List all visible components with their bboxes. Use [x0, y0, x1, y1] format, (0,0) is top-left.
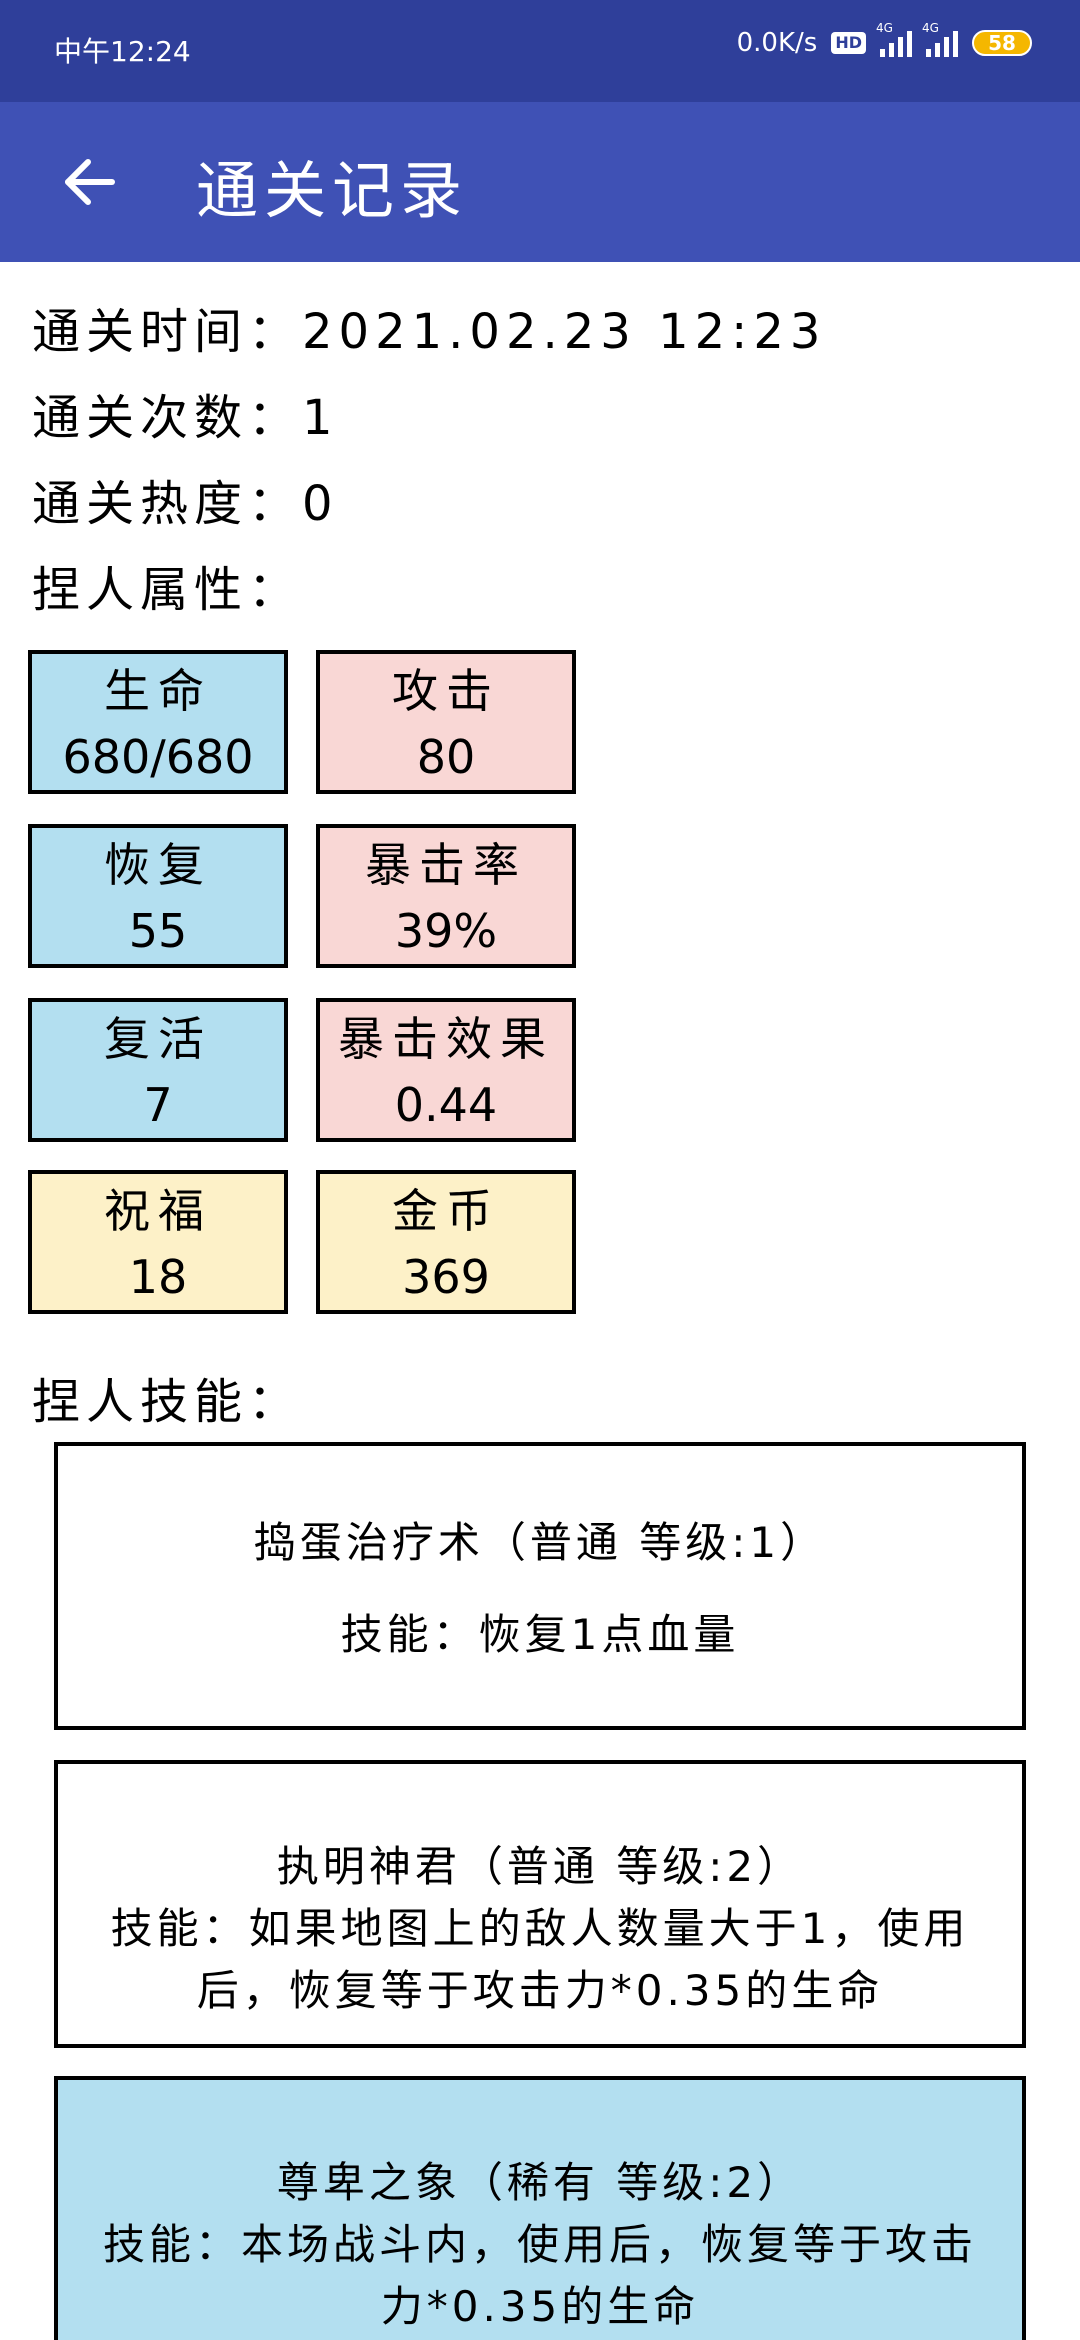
status-icons: 0.0K/s HD 4G 4G 58: [736, 21, 1032, 58]
attr-box-gold: 金币 369: [316, 1170, 576, 1314]
attr-label: 复活: [104, 1012, 212, 1066]
clear-heat-text: 通关热度：0: [32, 476, 339, 532]
skill-card: 捣蛋治疗术（普通 等级:1） 技能：恢复1点血量: [54, 1442, 1026, 1730]
attr-label: 金币: [392, 1184, 500, 1238]
skill-name: 执明神君（普通 等级:2）: [276, 1842, 804, 1891]
attr-value: 369: [402, 1250, 490, 1304]
attr-box-crit-effect: 暴击效果 0.44: [316, 998, 576, 1142]
battery-icon: 58: [972, 30, 1032, 56]
attr-label: 生命: [104, 664, 212, 718]
skill-desc: 技能：恢复1点血量: [340, 1610, 740, 1659]
attr-value: 55: [128, 904, 188, 958]
attr-label: 攻击: [392, 664, 500, 718]
skill-header: 捏人技能：: [32, 1374, 303, 1430]
network-type-label: 4G: [876, 21, 893, 35]
attr-box-blessing: 祝福 18: [28, 1170, 288, 1314]
skill-card: 尊卑之象（稀有 等级:2） 技能：本场战斗内，使用后，恢复等于攻击力*0.35的…: [54, 2076, 1026, 2340]
attr-box-hp: 生命 680/680: [28, 650, 288, 794]
clear-time-text: 通关时间：2021.02.23 12:23: [32, 304, 827, 360]
skill-name: 尊卑之象（稀有 等级:2）: [276, 2158, 804, 2207]
skill-desc: 技能：本场战斗内，使用后，恢复等于攻击力*0.35的生命: [102, 2220, 977, 2331]
status-bar: 中午12:24 0.0K/s HD 4G 4G 58: [0, 0, 1080, 102]
attr-label: 恢复: [104, 838, 212, 892]
attr-value: 680/680: [62, 730, 254, 784]
attr-box-recovery: 恢复 55: [28, 824, 288, 968]
attr-label: 暴击率: [365, 838, 527, 892]
net-speed: 0.0K/s: [736, 28, 818, 58]
attr-value: 18: [128, 1250, 188, 1304]
page-title: 通关记录: [196, 154, 469, 227]
network-type-label-2: 4G: [922, 21, 939, 35]
attr-label: 祝福: [104, 1184, 212, 1238]
attr-value: 39%: [394, 904, 498, 958]
skill-desc: 技能：如果地图上的敌人数量大于1，使用后，恢复等于攻击力*0.35的生命: [110, 1904, 970, 2015]
attr-box-revive: 复活 7: [28, 998, 288, 1142]
signal-icon-2: 4G: [922, 21, 958, 57]
attribute-header: 捏人属性：: [32, 562, 303, 618]
attr-label: 暴击效果: [338, 1012, 554, 1066]
attr-value: 0.44: [394, 1078, 498, 1132]
hd-icon: HD: [831, 32, 866, 54]
attr-box-attack: 攻击 80: [316, 650, 576, 794]
attr-value: 80: [416, 730, 476, 784]
signal-icon: 4G: [876, 21, 912, 57]
skill-name: 捣蛋治疗术（普通 等级:1）: [253, 1518, 827, 1567]
status-time: 中午12:24: [54, 35, 191, 68]
clear-count-text: 通关次数：1: [32, 390, 339, 446]
app-bar: 通关记录: [0, 102, 1080, 262]
arrow-left-icon[interactable]: [60, 152, 120, 212]
skill-card: 执明神君（普通 等级:2） 技能：如果地图上的敌人数量大于1，使用后，恢复等于攻…: [54, 1760, 1026, 2048]
attr-value: 7: [143, 1078, 173, 1132]
attr-box-crit-rate: 暴击率 39%: [316, 824, 576, 968]
